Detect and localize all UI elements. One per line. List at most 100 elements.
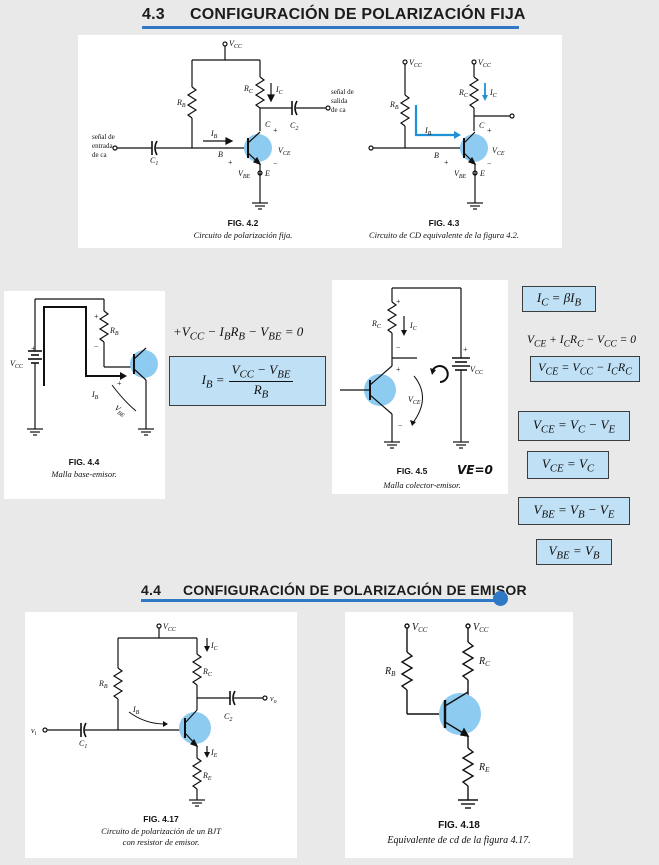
section-number-2: 4.4 <box>141 582 162 598</box>
svg-text:VBE: VBE <box>454 169 467 180</box>
section-underline-2 <box>141 599 498 602</box>
rc-resistor-dc <box>468 76 480 109</box>
svg-text:RB: RB <box>384 666 396 678</box>
svg-text:−: − <box>398 421 403 430</box>
svg-text:+: + <box>31 344 36 353</box>
svg-text:−: − <box>396 343 401 352</box>
re-resistor-417 <box>191 757 203 790</box>
svg-text:RC: RC <box>478 656 490 668</box>
svg-text:RB: RB <box>109 326 119 337</box>
eq-vce-box-1: VCE = VCC − ICRC <box>530 356 640 382</box>
svg-text:VCC: VCC <box>409 58 423 69</box>
rc-resistor-418 <box>461 641 475 681</box>
svg-text:E: E <box>264 169 270 178</box>
fig-4-17-caption-1: Circuito de polarización de un BJT <box>101 826 221 836</box>
svg-text:RC: RC <box>243 84 254 95</box>
eq-vbe-box-1: VBE = VB − VE <box>518 497 630 525</box>
svg-text:IB: IB <box>91 390 99 401</box>
svg-text:IC: IC <box>409 321 418 332</box>
fig-4-2-4-3-diagrams: VCC RB RC IC C2 C1 IB C+ B+ VCE VBE− E− … <box>92 39 515 210</box>
section-title: CONFIGURACIÓN DE POLARIZACIÓN FIJA <box>190 6 526 23</box>
rb-resistor-44 <box>98 310 110 343</box>
rc-resistor-45 <box>386 301 398 334</box>
svg-text:entrada: entrada <box>92 142 113 150</box>
svg-text:IE: IE <box>210 748 218 759</box>
vi-label: vi <box>31 726 37 737</box>
re-resistor-418 <box>461 747 475 787</box>
svg-text:RB: RB <box>98 679 108 690</box>
rb-resistor-417 <box>112 667 124 700</box>
svg-text:RB: RB <box>389 100 399 111</box>
fig-4-2-caption: Circuito de polarización fija. <box>193 230 293 240</box>
svg-text:+: + <box>463 345 468 354</box>
fig-4-5-card: RC IC VCC VCE + − + − + FIG. 4.5 VE=0 Ma… <box>332 280 508 494</box>
fig-4-18-caption: Equivalente de cd de la figura 4.17. <box>387 835 531 846</box>
svg-text:+: + <box>94 312 99 321</box>
svg-text:RE: RE <box>202 771 212 782</box>
eq-vce-box-2: VCE = VC − VE <box>518 411 630 441</box>
svg-text:B: B <box>218 150 223 159</box>
circuit-fig-4-3 <box>368 59 515 210</box>
fig-4-18-diagram: VCC VCC RB RC RE <box>384 622 490 809</box>
svg-text:+: + <box>396 297 401 306</box>
fig-4-17-label: FIG. 4.17 <box>143 814 179 824</box>
svg-text:E: E <box>479 169 485 178</box>
svg-text:VCE: VCE <box>492 146 505 157</box>
svg-text:VCE: VCE <box>278 146 291 157</box>
svg-text:VCC: VCC <box>473 622 489 634</box>
svg-text:C: C <box>479 121 485 130</box>
circuit-fig-4-2 <box>112 41 331 210</box>
svg-text:C2: C2 <box>290 121 298 132</box>
svg-text:VCC: VCC <box>412 622 428 634</box>
svg-text:−: − <box>473 169 478 178</box>
fig-4-3-caption: Circuito de CD equivalente de la figura … <box>368 230 520 240</box>
svg-text:VCC: VCC <box>470 365 484 376</box>
svg-text:VCC: VCC <box>10 359 24 370</box>
rb-resistor <box>186 86 198 119</box>
svg-text:C2: C2 <box>224 712 232 723</box>
svg-text:RC: RC <box>371 319 382 330</box>
svg-text:VBE: VBE <box>112 403 129 419</box>
svg-text:IC: IC <box>210 641 219 652</box>
fig-4-3-labels: VCC VCC RB RC IC IB C+ B+ VCE VBE− E− <box>389 58 505 180</box>
svg-text:+: + <box>396 365 401 374</box>
rb-resistor-418 <box>400 651 414 691</box>
svg-text:IB: IB <box>424 126 432 137</box>
section-number: 4.3 <box>142 6 165 23</box>
rc-resistor <box>254 76 266 109</box>
fig-4-5-diagram: RC IC VCC VCE + − + − + <box>340 287 484 449</box>
eq-vbe-box-2: VBE = VB <box>536 539 612 565</box>
fig-4-5-label: FIG. 4.5 <box>396 466 428 476</box>
fig-4-4-caption: Malla base-emisor. <box>51 469 117 479</box>
rb-resistor-dc <box>399 94 411 127</box>
fig-4-5-caption: Malla colector-emisor. <box>383 480 461 490</box>
svg-text:IC: IC <box>489 88 498 99</box>
svg-text:−: − <box>258 169 263 178</box>
eq-ic-box: IC = βIB <box>522 286 596 312</box>
svg-text:+: + <box>228 158 233 167</box>
fig-4-2-labels: VCC RB RC IC C2 C1 IB C+ B+ VCE VBE− E− … <box>92 39 354 180</box>
fig-4-17-card: VCC IC RC RB IB C2 vo vi C1 IE RE FIG. 4… <box>25 612 297 858</box>
fig-4-2-label: FIG. 4.2 <box>227 218 259 228</box>
fig-4-4-label: FIG. 4.4 <box>68 457 100 467</box>
fig-4-4-card: RB VCC IB VBE + + − + FIG. 4.4 Malla bas… <box>4 291 165 499</box>
svg-text:+: + <box>444 158 449 167</box>
vo-label: vo <box>270 694 277 705</box>
fig-4-3-label: FIG. 4.3 <box>428 218 460 228</box>
eq-kvl-collector: VCE + ICRC − VCC = 0 <box>527 334 637 350</box>
section-title-2: CONFIGURACIÓN DE POLARIZACIÓN DE EMISOR <box>183 582 527 598</box>
svg-text:RC: RC <box>458 88 469 99</box>
svg-text:de ca: de ca <box>92 151 107 159</box>
fig-4-17-caption-2: con resistor de emisor. <box>122 837 200 847</box>
svg-text:RE: RE <box>478 762 490 774</box>
fig-4-4-diagram: RB VCC IB VBE + + − + <box>10 298 158 436</box>
fig-4-18-label: FIG. 4.18 <box>438 820 480 831</box>
svg-text:salida: salida <box>331 97 348 105</box>
svg-text:VCE: VCE <box>408 395 421 406</box>
svg-text:B: B <box>434 151 439 160</box>
fig-4-17-diagram: VCC IC RC RB IB C2 vo vi C1 IE RE <box>31 622 277 807</box>
fig-4-18-card: VCC VCC RB RC RE FIG. 4.18 Equivalente d… <box>345 612 573 858</box>
section-dot <box>493 591 508 606</box>
svg-text:señal de: señal de <box>92 133 115 141</box>
